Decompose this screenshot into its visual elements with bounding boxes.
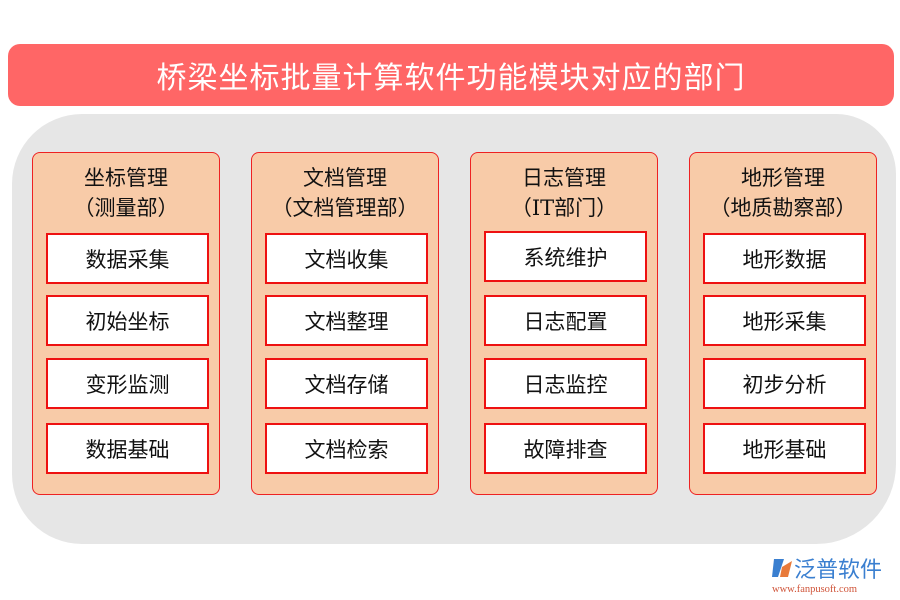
function-item: 数据采集	[46, 233, 209, 284]
function-item: 文档整理	[265, 295, 428, 346]
module-name: 地形管理	[741, 166, 825, 190]
department-name: （文档管理部）	[271, 196, 419, 220]
department-name: （测量部）	[73, 196, 179, 220]
function-item: 地形采集	[703, 295, 866, 346]
module-column-terrain: 地形管理 （地质勘察部） 地形数据 地形采集 初步分析 地形基础	[689, 152, 877, 495]
function-item: 初始坐标	[46, 295, 209, 346]
brand-name: 泛普软件	[794, 558, 883, 583]
column-header: 坐标管理 （测量部）	[33, 163, 219, 223]
function-item: 文档收集	[265, 233, 428, 284]
logo-icon	[772, 559, 792, 577]
function-item: 文档检索	[265, 423, 428, 474]
title-bar: 桥梁坐标批量计算软件功能模块对应的部门	[8, 44, 894, 106]
function-item: 地形基础	[703, 423, 866, 474]
function-item: 故障排查	[484, 423, 647, 474]
brand-url: www.fanpusoft.com	[772, 584, 858, 595]
module-column-log: 日志管理 （IT部门） 系统维护 日志配置 日志监控 故障排查	[470, 152, 658, 495]
brand-logo: 泛普软件 www.fanpusoft.com	[770, 552, 895, 596]
function-item: 日志监控	[484, 358, 647, 409]
function-item: 初步分析	[703, 358, 866, 409]
function-item: 数据基础	[46, 423, 209, 474]
module-name: 日志管理	[522, 166, 606, 190]
department-name: （IT部门）	[510, 196, 618, 220]
page-title: 桥梁坐标批量计算软件功能模块对应的部门	[156, 61, 746, 96]
function-item: 变形监测	[46, 358, 209, 409]
department-name: （地质勘察部）	[709, 196, 857, 220]
function-item: 日志配置	[484, 295, 647, 346]
function-item: 系统维护	[484, 231, 647, 282]
column-header: 地形管理 （地质勘察部）	[690, 163, 876, 223]
module-name: 文档管理	[303, 166, 387, 190]
function-item: 文档存储	[265, 358, 428, 409]
column-header: 文档管理 （文档管理部）	[252, 163, 438, 223]
column-header: 日志管理 （IT部门）	[471, 163, 657, 223]
module-column-document: 文档管理 （文档管理部） 文档收集 文档整理 文档存储 文档检索	[251, 152, 439, 495]
module-name: 坐标管理	[84, 166, 168, 190]
module-column-coordinate: 坐标管理 （测量部） 数据采集 初始坐标 变形监测 数据基础	[32, 152, 220, 495]
function-item: 地形数据	[703, 233, 866, 284]
